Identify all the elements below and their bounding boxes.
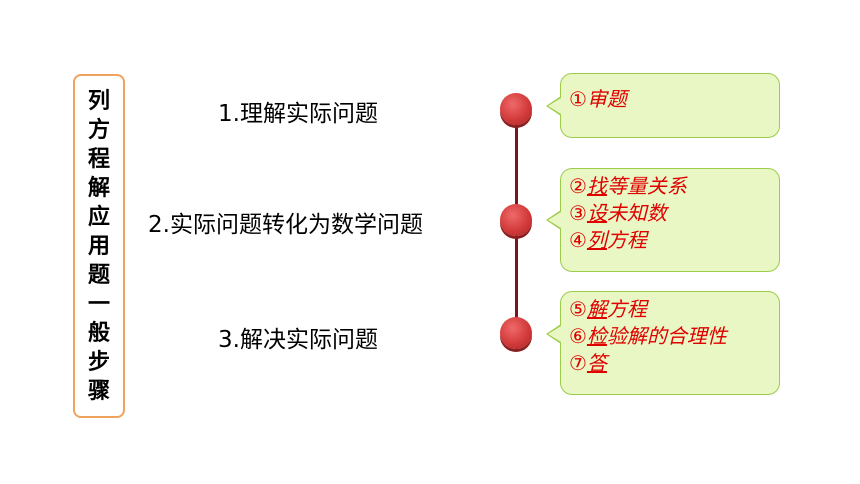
- callout-number: ②: [569, 174, 587, 198]
- callout-line: ①审题: [569, 86, 771, 113]
- callout-number: ①: [569, 87, 587, 111]
- callout-pointer: [546, 324, 561, 344]
- callout-keyword: 找: [586, 174, 607, 198]
- callout-number: ⑤: [569, 297, 587, 321]
- step-2-label: 2.实际问题转化为数学问题: [148, 212, 423, 238]
- callout-keyword: 解: [586, 297, 607, 321]
- title-char: 骤: [87, 378, 110, 404]
- callout-keyword: 答: [586, 351, 607, 375]
- callout-line: ②找等量关系: [569, 173, 771, 200]
- step-3-label: 3.解决实际问题: [218, 327, 378, 353]
- title-char: 应: [87, 204, 110, 230]
- title-char: 列: [87, 88, 110, 114]
- callout-line: ⑥检验解的合理性: [569, 323, 771, 350]
- callout-text: 方程: [606, 297, 647, 321]
- callout-text: 未知数: [606, 201, 667, 225]
- title-char: 一: [87, 291, 110, 317]
- title-char: 步: [87, 349, 110, 375]
- callout-step-1: ①审题: [546, 73, 780, 138]
- timeline-node-2: [500, 204, 532, 236]
- callout-number: ⑥: [569, 324, 587, 348]
- callout-pointer: [546, 210, 561, 230]
- callout-keyword: 列: [586, 228, 607, 252]
- title-char: 用: [87, 233, 110, 259]
- callout-line: ⑦答: [569, 350, 771, 377]
- title-char: 程: [87, 146, 110, 172]
- callout-text: 等量关系: [606, 174, 687, 198]
- step-1-label: 1.理解实际问题: [218, 101, 378, 127]
- callout-line: ④列方程: [569, 227, 771, 254]
- callout-pointer: [546, 96, 561, 116]
- callout-number: ⑦: [569, 351, 587, 375]
- callout-number: ④: [569, 228, 587, 252]
- timeline-node-3: [500, 317, 532, 349]
- callout-text: 审题: [586, 87, 627, 111]
- title-char: 方: [87, 117, 110, 143]
- callout-text: 方程: [606, 228, 647, 252]
- callout-line: ⑤解方程: [569, 296, 771, 323]
- callout-text: 验解的合理性: [606, 324, 727, 348]
- callout-number: ③: [569, 201, 587, 225]
- title-char: 题: [87, 262, 110, 288]
- callout-step-3: ⑤解方程 ⑥检验解的合理性 ⑦答: [546, 291, 780, 395]
- callout-step-2: ②找等量关系 ③设未知数 ④列方程: [546, 168, 780, 272]
- title-char: 解: [87, 175, 110, 201]
- callout-keyword: 设: [586, 201, 607, 225]
- vertical-title-box: 列 方 程 解 应 用 题 一 般 步 骤: [73, 74, 125, 418]
- title-char: 般: [87, 320, 110, 346]
- callout-line: ③设未知数: [569, 200, 771, 227]
- timeline-node-1: [500, 93, 532, 125]
- callout-keyword: 检: [586, 324, 607, 348]
